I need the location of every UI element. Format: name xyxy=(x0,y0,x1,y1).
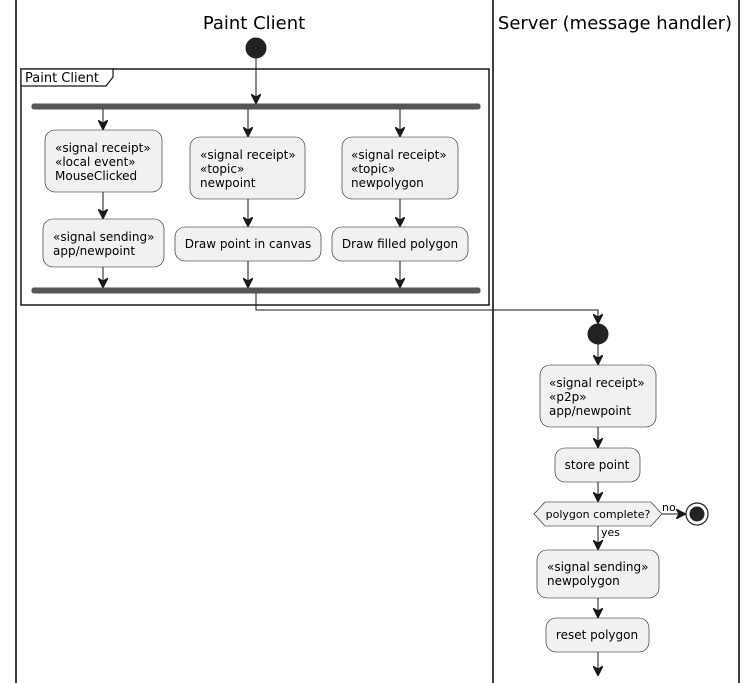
start-node-server xyxy=(587,323,609,345)
svg-text:«signal receipt»: «signal receipt» xyxy=(549,376,645,390)
node-signal-sending-newpoint: «signal sending» app/newpoint xyxy=(42,218,165,268)
svg-text:«topic»: «topic» xyxy=(351,162,395,176)
node-signal-sending-newpolygon: «signal sending» newpolygon xyxy=(536,549,660,599)
label-yes: yes xyxy=(601,526,620,539)
svg-text:newpolygon: newpolygon xyxy=(351,176,424,190)
frame-paint-client: Paint Client xyxy=(20,68,490,306)
svg-text:Draw filled polygon: Draw filled polygon xyxy=(342,237,458,251)
node-draw-polygon: Draw filled polygon xyxy=(331,226,469,262)
node-topic-newpoint: «signal receipt» «topic» newpoint xyxy=(189,136,306,200)
svg-text:«topic»: «topic» xyxy=(200,162,244,176)
join-bar xyxy=(31,287,481,294)
svg-text:MouseClicked: MouseClicked xyxy=(55,169,137,183)
node-draw-point: Draw point in canvas xyxy=(174,226,322,262)
svg-text:Draw point in canvas: Draw point in canvas xyxy=(185,237,312,251)
stop-node xyxy=(685,502,709,526)
decision-polygon-complete: polygon complete? xyxy=(533,501,663,527)
svg-text:«signal sending»: «signal sending» xyxy=(547,560,648,574)
fork-bar xyxy=(31,103,481,110)
lane-title-server: Server (message handler) xyxy=(498,13,732,34)
start-node-client xyxy=(245,37,267,59)
svg-text:«signal receipt»: «signal receipt» xyxy=(55,141,151,155)
edge-join-to-server xyxy=(255,293,598,323)
label-no: no xyxy=(662,501,676,514)
svg-text:«p2p»: «p2p» xyxy=(549,390,587,404)
svg-text:«local event»: «local event» xyxy=(55,155,136,169)
svg-text:newpoint: newpoint xyxy=(200,176,256,190)
node-mouse-clicked: «signal receipt» «local event» MouseClic… xyxy=(44,129,163,193)
node-signal-receipt-p2p: «signal receipt» «p2p» app/newpoint xyxy=(539,364,657,428)
frame-label: Paint Client xyxy=(25,71,99,86)
svg-text:«signal sending»: «signal sending» xyxy=(53,230,154,244)
svg-text:«signal receipt»: «signal receipt» xyxy=(351,148,447,162)
svg-text:«signal receipt»: «signal receipt» xyxy=(200,148,296,162)
svg-text:app/newpoint: app/newpoint xyxy=(549,404,631,418)
node-reset-polygon: reset polygon xyxy=(545,617,650,653)
lane-title-client: Paint Client xyxy=(203,13,305,34)
svg-text:reset polygon: reset polygon xyxy=(556,628,638,642)
svg-text:store point: store point xyxy=(565,458,630,472)
svg-text:newpolygon: newpolygon xyxy=(547,574,620,588)
svg-text:app/newpoint: app/newpoint xyxy=(53,244,135,258)
node-topic-newpolygon: «signal receipt» «topic» newpolygon xyxy=(341,136,459,200)
node-store-point: store point xyxy=(554,447,641,483)
svg-text:polygon complete?: polygon complete? xyxy=(546,508,651,521)
